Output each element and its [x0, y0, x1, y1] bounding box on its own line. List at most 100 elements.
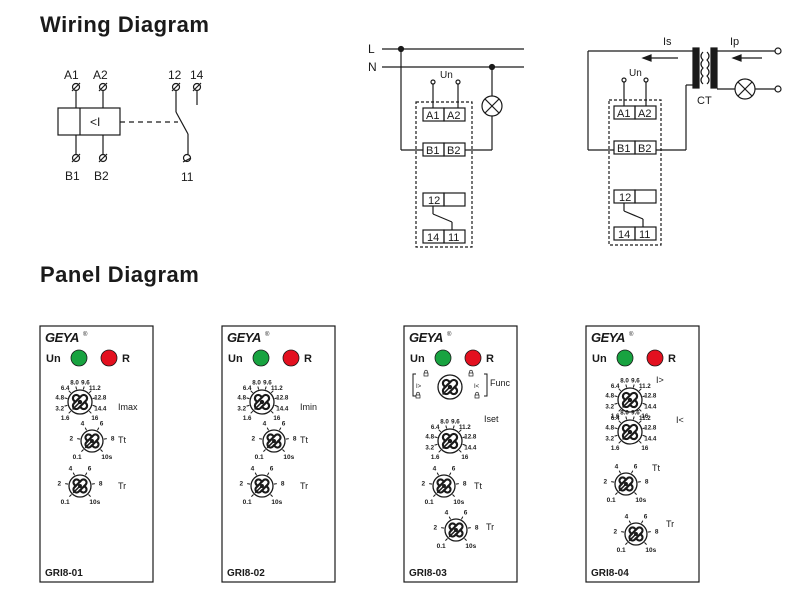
- dial-tick-label: 6: [634, 463, 638, 470]
- dial-tick-label: 8: [111, 436, 115, 443]
- dial-tick-label: 10s: [283, 454, 294, 461]
- adjust-knob[interactable]: [68, 474, 92, 498]
- wiring-diagram-heading: Wiring Diagram: [40, 12, 210, 37]
- dial-tick-label: 9.6: [263, 380, 272, 387]
- dial-tick-label: 4: [69, 465, 73, 472]
- terminal-b1: B1: [617, 143, 630, 155]
- dial-label: Imax: [118, 402, 138, 412]
- dial-tick-label: 8: [475, 525, 479, 532]
- dial-tick-label: 3.2: [237, 405, 246, 412]
- led-r-indicator: [282, 349, 300, 367]
- dial-tick-label: 14.4: [644, 435, 657, 442]
- dial-tick-label: 12.8: [464, 434, 477, 441]
- adjust-knob[interactable]: [67, 389, 93, 415]
- current-transformer-icon: [692, 47, 718, 89]
- brand-logo: GEYA: [227, 330, 261, 345]
- brand-logo: GEYA: [591, 330, 625, 345]
- brand-logo: GEYA: [409, 330, 443, 345]
- dial-tick-label: 6.4: [243, 385, 252, 392]
- func-right-label: I<: [474, 384, 480, 390]
- adjust-knob[interactable]: [437, 428, 463, 454]
- led-un-label: Un: [228, 353, 243, 365]
- dial-tick-label: 2: [69, 436, 73, 443]
- dial-tick-label: 6.4: [611, 383, 620, 390]
- function-knob[interactable]: [437, 374, 463, 400]
- terminal-12-label: 12: [168, 68, 182, 82]
- adjust-knob[interactable]: [262, 429, 286, 453]
- dial-label: Imin: [300, 402, 317, 412]
- lock-icon: [423, 372, 429, 377]
- dial-tick-label: 1.6: [611, 413, 620, 420]
- dial-tick-label: 6: [100, 420, 104, 427]
- led-r-label: R: [122, 353, 130, 365]
- led-r-indicator: [100, 349, 118, 367]
- dial-tick-label: 11.2: [271, 385, 283, 392]
- un-label: Un: [440, 70, 453, 81]
- led-un-indicator: [70, 349, 88, 367]
- dial-tick-label: 8: [99, 481, 103, 488]
- led-r-label: R: [304, 353, 312, 365]
- dial-tick-label: 2: [57, 481, 61, 488]
- dial-tick-label: 3.2: [55, 405, 64, 412]
- dial-tick-label: 0.1: [437, 543, 446, 550]
- terminal-a1-label: A1: [64, 68, 79, 82]
- current-relay-symbol: <I: [90, 115, 100, 129]
- adjust-knob[interactable]: [444, 518, 468, 542]
- dial-tick-label: 10s: [635, 497, 646, 504]
- dial-tick-label: 10s: [645, 547, 656, 554]
- dial-tick-label: 3.2: [425, 444, 434, 451]
- adjust-knob[interactable]: [249, 389, 275, 415]
- dial-label: I>: [656, 375, 664, 385]
- dial-tick-label: 16: [461, 454, 468, 461]
- terminal-14-label: 14: [190, 68, 204, 82]
- is-label: Is: [663, 36, 672, 48]
- panel-frame: [39, 325, 154, 583]
- adjust-knob[interactable]: [617, 419, 643, 445]
- brand-logo: GEYA: [45, 330, 79, 345]
- dial-tick-label: 6: [452, 465, 456, 472]
- dial-tick-label: 11.2: [639, 383, 651, 390]
- dial-tick-label: 10s: [89, 499, 100, 506]
- dial-tick-label: 4: [263, 420, 267, 427]
- adjust-knob[interactable]: [614, 472, 638, 496]
- dial-tick-label: 8: [655, 529, 659, 536]
- screw-terminals: [71, 82, 202, 163]
- dial-label: Tr: [118, 481, 126, 491]
- model-label: GRI8-01: [45, 568, 83, 579]
- un-label: Un: [629, 68, 642, 79]
- relay-enclosure: [415, 101, 473, 248]
- dial-tick-label: 4: [81, 420, 85, 427]
- dial-tick-label: 16: [641, 445, 648, 452]
- dial-tick-label: 4: [625, 513, 629, 520]
- dial-tick-label: 6.4: [611, 415, 620, 422]
- dial-tick-label: 11.2: [459, 424, 471, 431]
- model-label: GRI8-04: [591, 568, 629, 579]
- dial-tick-label: 8.0: [70, 380, 79, 387]
- ct-label: CT: [697, 95, 712, 107]
- dial-tick-label: 1.6: [243, 415, 252, 422]
- led-r-indicator: [646, 349, 664, 367]
- dial-tick-label: 4: [433, 465, 437, 472]
- adjust-knob[interactable]: [250, 474, 274, 498]
- func-label: Func: [490, 378, 511, 388]
- adjust-knob[interactable]: [80, 429, 104, 453]
- adjust-knob[interactable]: [432, 474, 456, 498]
- dial-tick-label: 2: [603, 479, 607, 486]
- model-label: GRI8-03: [409, 568, 447, 579]
- dial-tick-label: 2: [251, 436, 255, 443]
- adjust-knob[interactable]: [617, 387, 643, 413]
- dial-tick-label: 0.1: [73, 454, 82, 461]
- dial-tick-label: 6: [270, 465, 274, 472]
- led-un-label: Un: [46, 353, 61, 365]
- adjust-knob[interactable]: [624, 522, 648, 546]
- dial-tick-label: 14.4: [464, 444, 477, 451]
- function-selector: I>I<Func: [412, 369, 511, 400]
- dial-tick-label: 6.4: [61, 385, 70, 392]
